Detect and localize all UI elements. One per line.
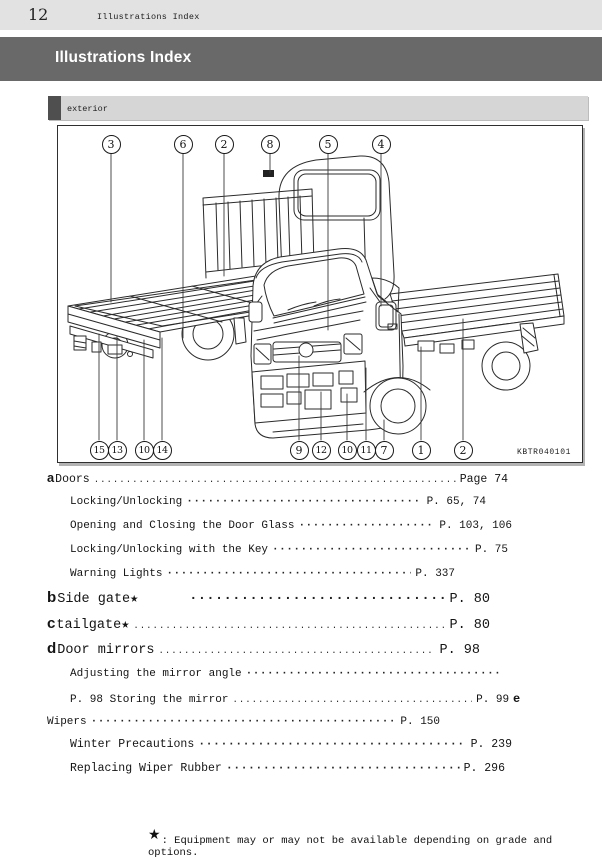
leader-dots: ········································… [245,668,501,680]
footnote-text: : Equipment may or may not be available … [148,835,553,859]
running-header-title: Illustrations Index [97,12,200,22]
section-tab-label: exterior [67,104,108,114]
entry-page: P. 239 [470,738,512,751]
entry-page: P. 103, 106 [439,520,512,532]
callout-13: 13 [107,440,127,460]
entry-label: Locking/Unlocking with the Key [70,544,269,556]
callout-5: 5 [318,134,338,154]
index-entry: Warning Lights··························… [70,562,455,586]
chapter-title: Illustrations Index [55,49,192,66]
entry-label: Locking/Unlocking [70,496,183,508]
index-entry: Locking/Unlocking with the Key··········… [70,538,508,562]
entry-page: P. 80 [449,618,490,633]
leader-dots: ........................................… [232,695,472,705]
callout-6: 6 [173,134,193,154]
footnote: ★: Equipment may or may not be available… [148,827,602,859]
page-number: 12 [28,5,49,24]
leader-dots: ········································… [298,520,435,532]
index-entry: Winter Precautions······················… [70,733,512,757]
leader-dots: ········································… [189,592,446,607]
entry-marker: a [47,470,55,485]
callout-10: 10 [337,440,357,460]
section-tab: exterior [48,96,588,120]
callout-1: 1 [411,440,431,460]
entry-page: Page 74 [459,473,508,486]
index-entry: Locking/Unlocking·······················… [70,490,486,514]
entry-label: Side gate★ [57,592,139,607]
callout-9: 9 [289,440,309,460]
entry-marker: d [47,640,57,657]
entry-page: P. 337 [415,568,455,580]
leader-dots: ........................................… [93,475,456,485]
leader-dots: ········································… [186,496,422,508]
callout-3: 3 [101,134,121,154]
running-header: 12 Illustrations Index [0,0,602,30]
callout-7: 7 [374,440,394,460]
leader-dots: ········································… [90,716,397,728]
entry-label: P. 98 Storing the mirror [70,694,229,706]
entry-page: P. 98 [439,643,480,658]
figure-code: KBTR040101 [516,448,571,457]
entry-marker: c [47,615,56,632]
entry-marker: b [47,589,57,606]
entry-label: Door mirrors [57,643,155,658]
entry-page: P. 80 [449,592,490,607]
leader-dots: ········································… [198,738,466,751]
section-tab-marker [48,96,61,120]
index-entry: Replacing Wiper Rubber··················… [70,757,505,781]
callout-4: 4 [371,134,391,154]
entry-label: Adjusting the mirror angle [70,668,242,680]
index-entry: Wipers··································… [47,710,440,733]
entry-label: tailgate★ [56,618,130,633]
leader-dots: ········································… [225,762,460,775]
callout-12: 12 [311,440,331,460]
leader-dots: ········································… [272,544,471,556]
callout-2: 2 [214,134,234,154]
leader-dots: ........................................… [158,646,435,656]
entry-label: Doors [55,473,90,486]
index-entry: P. 98 Storing the mirror................… [70,686,520,710]
entry-label: Opening and Closing the Door Glass [70,520,295,532]
index-entry: Adjusting the mirror angle··············… [70,662,505,686]
callout-2: 2 [453,440,473,460]
truck-illustration [67,153,565,441]
entry-suffix-marker: e [513,691,520,705]
entry-page: P. 150 [400,716,440,728]
index-entry: Opening and Closing the Door Glass······… [70,514,512,538]
leader-dots: ········································… [166,568,411,580]
callout-15: 15 [89,440,109,460]
callout-10: 10 [134,440,154,460]
callout-11: 11 [356,440,376,460]
entry-label: Warning Lights [70,568,163,580]
entry-page: P. 296 [463,762,505,775]
callout-8: 8 [260,134,280,154]
truck-front-view [248,248,565,439]
chapter-banner: Illustrations Index [0,37,602,81]
entry-label: Wipers [47,716,87,728]
callout-14: 14 [152,440,172,460]
entry-label: Replacing Wiper Rubber [70,762,222,775]
leader-dots: ........................................… [133,621,445,631]
entry-page: P. 65, 74 [426,496,486,508]
entry-label: Winter Precautions [70,738,195,751]
entry-page: P. 75 [474,544,508,556]
entry-page: P. 99 [476,694,510,706]
star-icon: ★ [148,827,161,843]
